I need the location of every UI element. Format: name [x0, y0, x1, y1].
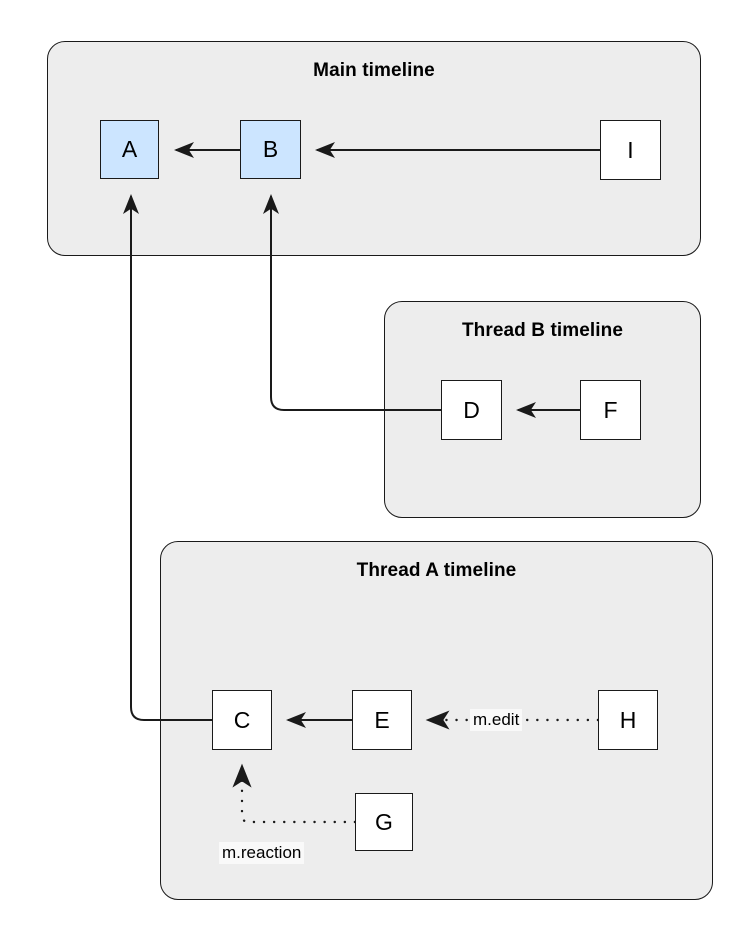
edge-g-to-c	[232, 763, 357, 824]
group-title-thread-b: Thread B timeline	[461, 320, 624, 341]
node-f[interactable]: F	[580, 380, 641, 440]
node-g-label: G	[375, 808, 393, 835]
node-g[interactable]: G	[355, 793, 413, 851]
node-e-label: E	[374, 706, 390, 733]
node-a[interactable]: A	[100, 120, 159, 179]
node-c[interactable]: C	[212, 690, 272, 750]
node-b-label: B	[262, 136, 279, 162]
group-title-thread-a: Thread A timeline	[356, 560, 517, 581]
group-title-main: Main timeline	[313, 60, 435, 81]
node-i[interactable]: I	[600, 120, 661, 180]
node-e[interactable]: E	[352, 690, 412, 750]
edge-label-m-edit: m.edit	[470, 709, 523, 731]
edge-c-to-a	[123, 194, 212, 721]
node-b[interactable]: B	[240, 120, 301, 179]
node-a-label: A	[121, 136, 138, 162]
node-i-label: I	[627, 136, 634, 163]
node-d[interactable]: D	[441, 380, 502, 440]
node-f-label: F	[603, 396, 618, 423]
edge-label-m-reaction: m.reaction	[219, 842, 305, 864]
node-c-label: C	[233, 706, 251, 733]
node-h[interactable]: H	[598, 690, 658, 750]
node-h-label: H	[619, 706, 637, 733]
edge-d-to-b	[263, 194, 441, 411]
node-d-label: D	[463, 396, 480, 423]
